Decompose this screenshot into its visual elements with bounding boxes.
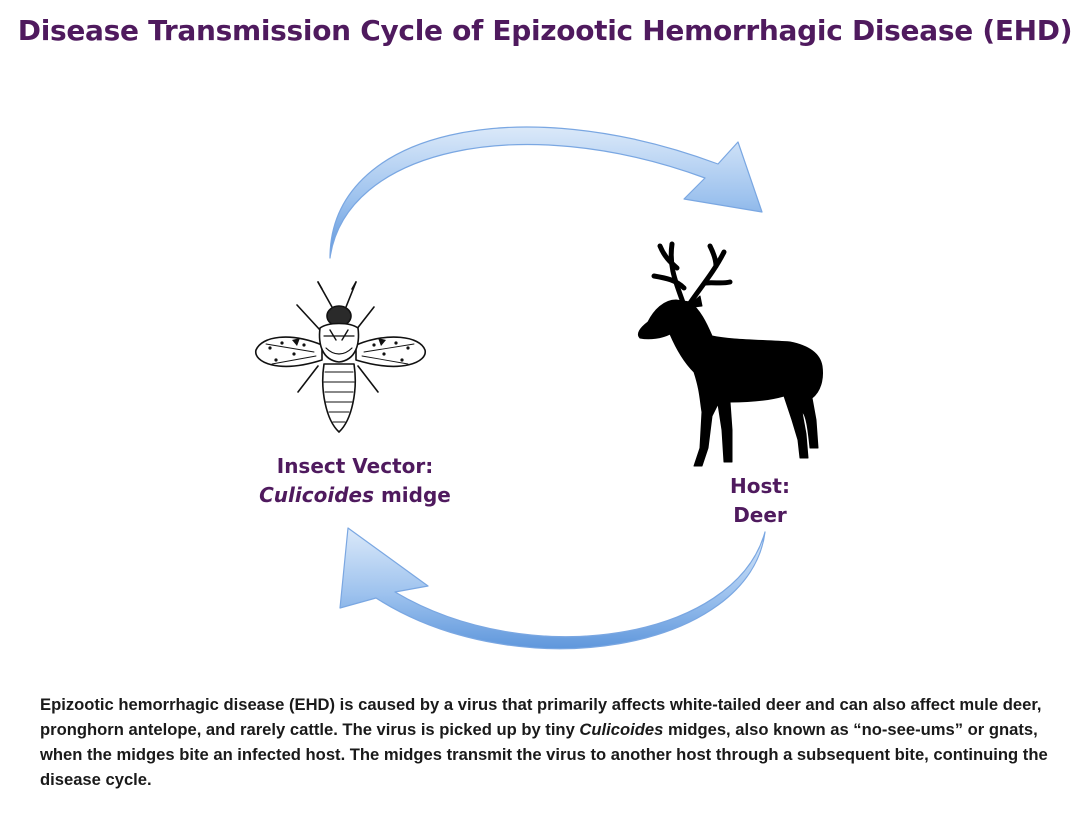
page-title: Disease Transmission Cycle of Epizootic … bbox=[17, 14, 1073, 47]
caption-part-2: midges, also known as “no-see-ums” or gn… bbox=[40, 720, 1048, 789]
caption-genus: Culicoides bbox=[579, 720, 664, 739]
cycle-arrow-bottom bbox=[339, 527, 766, 650]
host-title: Host: bbox=[730, 474, 790, 498]
deer-silhouette bbox=[637, 241, 823, 467]
insect-vector-suffix: midge bbox=[374, 483, 451, 507]
cycle-arrow-top bbox=[329, 126, 763, 259]
midge-illustration bbox=[255, 281, 426, 433]
caption-part-1: Epizootic hemorrhagic disease (EHD) is c… bbox=[40, 695, 1042, 739]
insect-vector-title: Insect Vector: bbox=[276, 454, 434, 478]
caption-paragraph: Epizootic hemorrhagic disease (EHD) is c… bbox=[40, 692, 1060, 792]
host-label: Host: Deer bbox=[700, 472, 820, 530]
insect-vector-label: Insect Vector: Culicoides midge bbox=[230, 452, 480, 510]
transmission-cycle-diagram bbox=[255, 126, 823, 650]
insect-vector-species: Culicoides midge bbox=[230, 481, 480, 510]
host-name: Deer bbox=[733, 503, 787, 527]
insect-vector-genus: Culicoides bbox=[259, 483, 374, 507]
